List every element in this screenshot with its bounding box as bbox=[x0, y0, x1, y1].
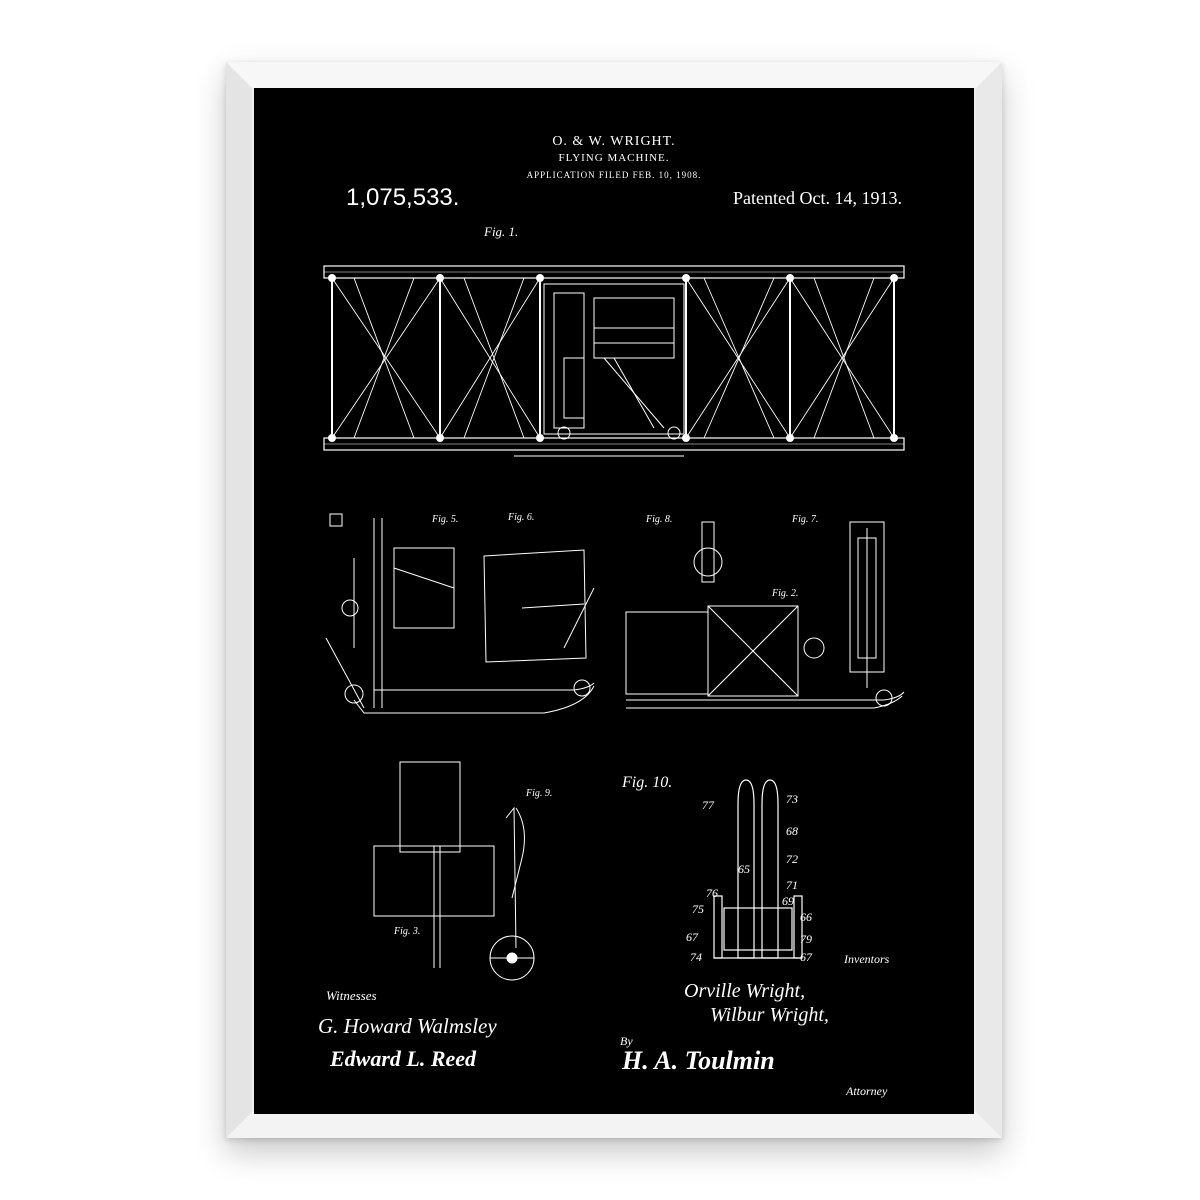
fig10-label: 68 bbox=[786, 824, 798, 838]
fig2-fig7-fig8-drawing bbox=[625, 521, 905, 709]
fig1-caption: Fig. 1. bbox=[484, 224, 519, 239]
inventor-signature-2: Wilbur Wright, bbox=[710, 1004, 829, 1026]
fig6-caption: Fig. 6. bbox=[508, 512, 535, 523]
attorney-label: Attorney bbox=[846, 1084, 888, 1098]
fig10-label: 67 bbox=[686, 930, 698, 944]
fig10-caption: Fig. 10. bbox=[622, 774, 673, 791]
fig10-label: 77 bbox=[702, 798, 714, 812]
fig10-label: 73 bbox=[786, 792, 798, 806]
fig1-wing-truss-drawing bbox=[323, 265, 905, 457]
inventor-signature-1: Orville Wright, bbox=[684, 980, 806, 1002]
fig10-label: 79 bbox=[800, 932, 812, 946]
fig3-fig9-drawing bbox=[373, 761, 535, 981]
fig10-label: 74 bbox=[690, 950, 702, 964]
inventors-label: Inventors bbox=[844, 952, 890, 966]
fig9-caption: Fig. 9. bbox=[526, 788, 553, 799]
fig10-label: 72 bbox=[786, 852, 798, 866]
by-label: By bbox=[620, 1034, 633, 1048]
patent-title: FLYING MACHINE. bbox=[558, 152, 670, 164]
patent-inventors: O. & W. WRIGHT. bbox=[552, 134, 676, 149]
fig10-label: 69 bbox=[782, 894, 794, 908]
witness-signature-2: Edward L. Reed bbox=[330, 1046, 477, 1071]
fig10-drawing bbox=[713, 779, 803, 959]
fig10-label: 65 bbox=[738, 862, 750, 876]
patent-application: APPLICATION FILED FEB. 10, 1908. bbox=[526, 170, 702, 180]
witnesses-label: Witnesses bbox=[326, 988, 377, 1003]
fig5-fig6-drawing bbox=[325, 513, 595, 714]
witness-signature-1: G. Howard Walmsley bbox=[318, 1014, 497, 1038]
fig10-label: 71 bbox=[786, 878, 798, 892]
fig5-caption: Fig. 5. bbox=[432, 514, 459, 525]
attorney-signature: H. A. Toulmin bbox=[622, 1046, 775, 1075]
fig10-label: 67 bbox=[800, 950, 812, 964]
fig3-caption: Fig. 3. bbox=[394, 926, 421, 937]
fig10-label: 66 bbox=[800, 910, 812, 924]
patent-poster: O. & W. WRIGHT. FLYING MACHINE. APPLICAT… bbox=[254, 88, 974, 1114]
fig10-label: 75 bbox=[692, 902, 704, 916]
fig10-label: 76 bbox=[706, 886, 718, 900]
patent-number: 1,075,533. bbox=[346, 184, 460, 211]
fig8-caption: Fig. 8. bbox=[646, 514, 673, 525]
fig2-caption: Fig. 2. bbox=[772, 588, 799, 599]
patent-date: Patented Oct. 14, 1913. bbox=[733, 188, 902, 208]
patent-drawings bbox=[323, 265, 905, 981]
fig7-caption: Fig. 7. bbox=[792, 514, 819, 525]
